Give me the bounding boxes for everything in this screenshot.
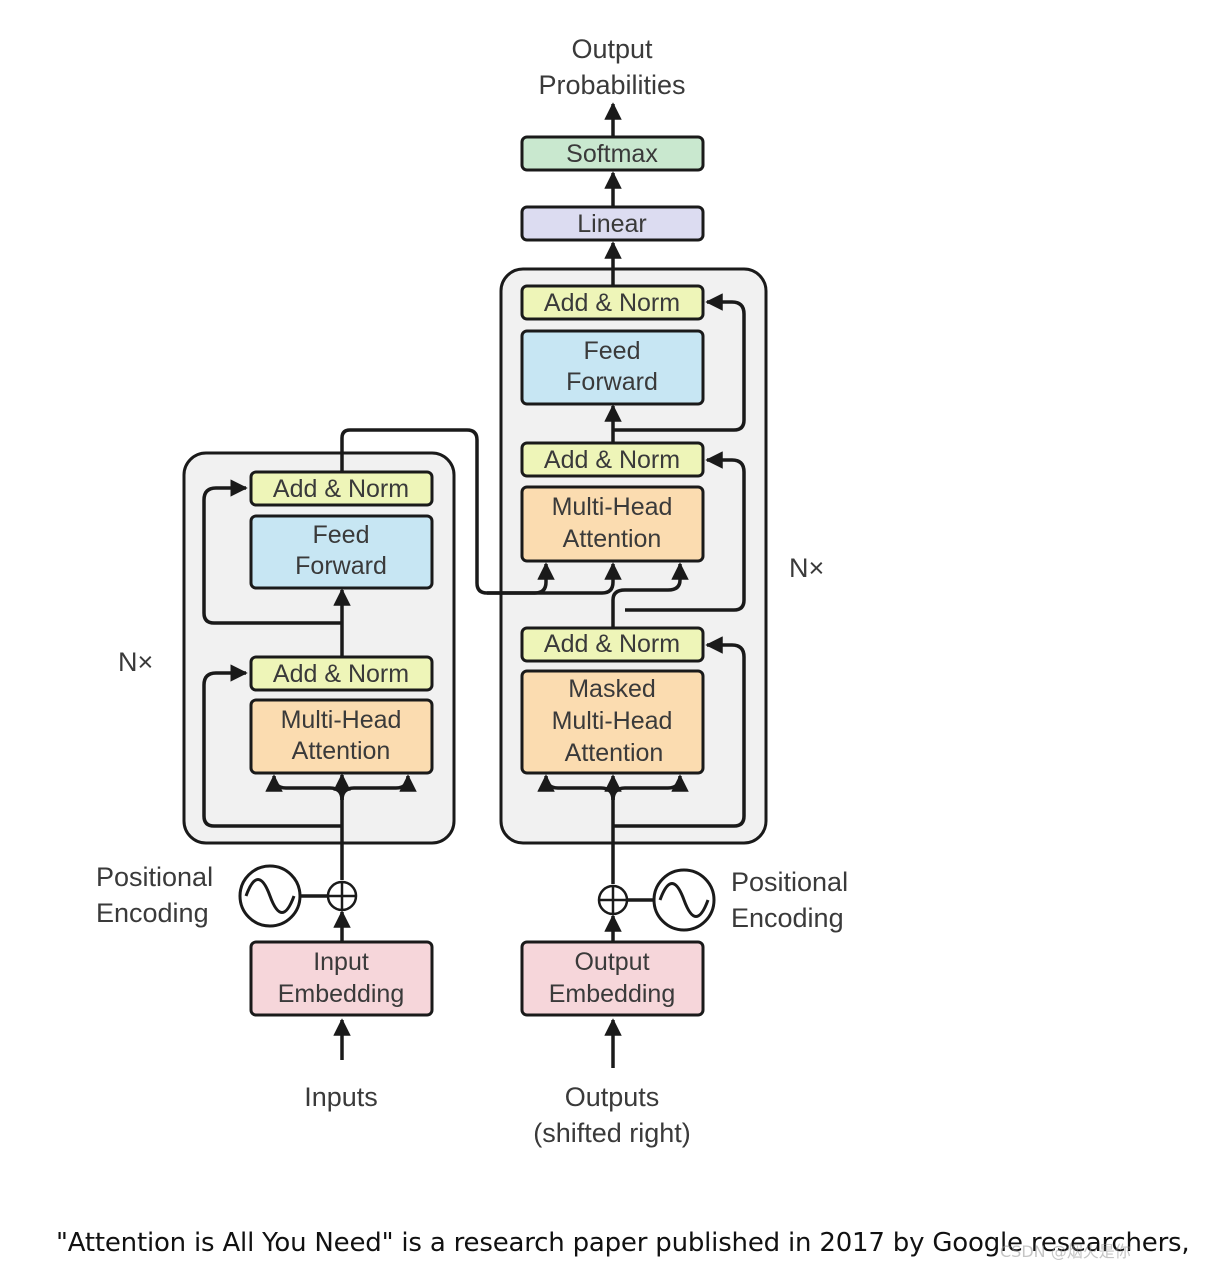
encoder-feed-forward-label-line2: Forward bbox=[295, 552, 387, 580]
caption-text: "Attention is All You Need" is a researc… bbox=[56, 1228, 1190, 1258]
input-embedding-block bbox=[249, 940, 434, 1017]
encoder-feed-forward-block bbox=[249, 514, 434, 590]
input-embedding-label-line1: Input bbox=[313, 948, 369, 976]
output-embedding-block bbox=[520, 940, 705, 1017]
encoder-positional-encoding-label-line2: Encoding bbox=[96, 898, 209, 928]
decoder-add-norm-mid-label: Add & Norm bbox=[544, 446, 680, 474]
decoder-feed-forward-label-line2: Forward bbox=[566, 368, 658, 396]
encoder-positional-encoding-label-line1: Positional bbox=[96, 862, 213, 892]
decoder-feed-forward-label-line1: Feed bbox=[584, 337, 641, 365]
encoder-attention-label-line1: Multi-Head bbox=[281, 706, 402, 734]
encoder-add-norm-bottom-label: Add & Norm bbox=[273, 660, 409, 688]
encoder-add-icon bbox=[326, 880, 358, 912]
decoder-attention-label-line2: Attention bbox=[563, 525, 662, 553]
encoder-positional-encoding-icon bbox=[238, 864, 302, 928]
decoder-add-norm-top bbox=[520, 284, 705, 321]
encoder-stack bbox=[182, 451, 456, 845]
masked-attention-label-line3: Attention bbox=[565, 739, 664, 767]
output-probabilities-label-line2: Probabilities bbox=[538, 70, 685, 100]
masked-attention-label-line1: Masked bbox=[568, 675, 656, 703]
output-probabilities-label-line1: Output bbox=[571, 34, 653, 64]
encoder-attention-block bbox=[249, 698, 434, 775]
decoder-positional-encoding-label-line2: Encoding bbox=[731, 903, 844, 933]
encoder-attention-label-line2: Attention bbox=[292, 737, 391, 765]
softmax-label: Softmax bbox=[566, 140, 658, 168]
decoder-add-norm-bottom bbox=[520, 626, 705, 663]
encoder-add-norm-top-label: Add & Norm bbox=[273, 475, 409, 503]
output-embedding-label-line1: Output bbox=[574, 948, 649, 976]
decoder-attention-block bbox=[520, 485, 705, 563]
output-embedding-label-line2: Embedding bbox=[549, 980, 675, 1008]
softmax-block bbox=[520, 135, 705, 172]
decoder-add-norm-bottom-label: Add & Norm bbox=[544, 630, 680, 658]
inputs-label: Inputs bbox=[304, 1082, 378, 1112]
decoder-feed-forward-block bbox=[520, 329, 705, 406]
decoder-repeat-label: N× bbox=[789, 553, 824, 583]
encoder-add-norm-top bbox=[249, 470, 434, 507]
decoder-positional-encoding-label-line1: Positional bbox=[731, 867, 848, 897]
encoder-repeat-label: N× bbox=[118, 647, 153, 677]
decoder-add-icon bbox=[597, 884, 629, 916]
encoder-feed-forward-label-line1: Feed bbox=[313, 521, 370, 549]
outputs-label-line2: (shifted right) bbox=[533, 1118, 691, 1148]
decoder-add-norm-top-label: Add & Norm bbox=[544, 289, 680, 317]
transformer-architecture-diagram: Output Probabilities Softmax Linear Add … bbox=[96, 34, 848, 1148]
masked-attention-block bbox=[520, 669, 705, 775]
encoder-add-norm-bottom bbox=[249, 655, 434, 692]
decoder-attention-label-line1: Multi-Head bbox=[552, 493, 673, 521]
outputs-label-line1: Outputs bbox=[565, 1082, 660, 1112]
masked-attention-label-line2: Multi-Head bbox=[552, 707, 673, 735]
decoder-positional-encoding-icon bbox=[652, 868, 716, 932]
linear-label: Linear bbox=[577, 210, 647, 238]
input-embedding-label-line2: Embedding bbox=[278, 980, 404, 1008]
decoder-add-norm-mid bbox=[520, 441, 705, 478]
linear-block bbox=[520, 205, 705, 242]
watermark-text: CSDN @烟火是你 bbox=[1000, 1242, 1131, 1261]
